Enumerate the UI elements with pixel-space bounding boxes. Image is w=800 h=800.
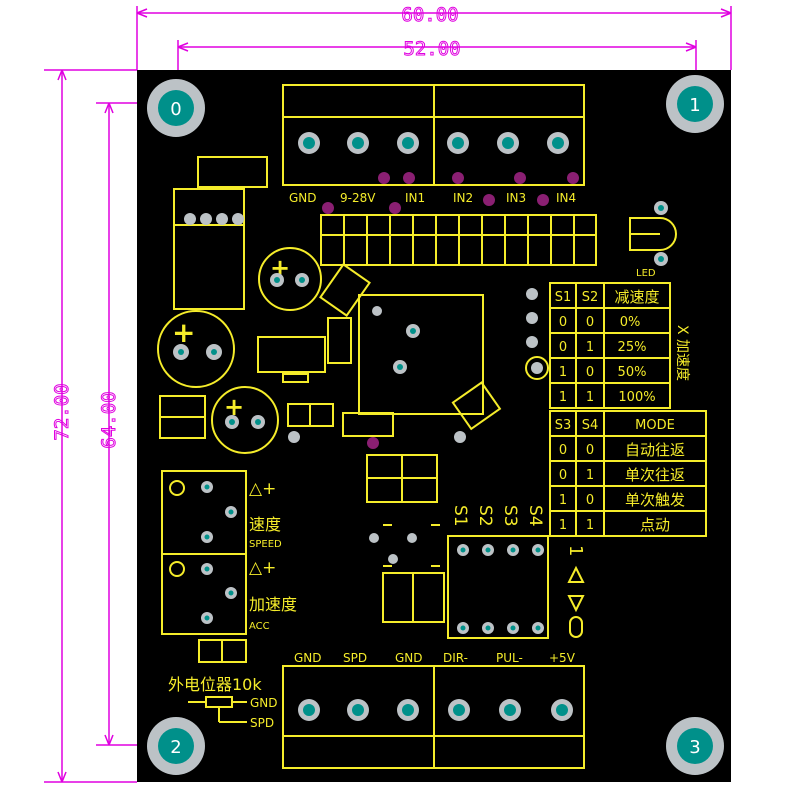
- potentiometer-acc: [161, 553, 247, 635]
- mode-header: S3: [555, 418, 572, 433]
- mode-cell: 1: [586, 468, 594, 483]
- side-accel-label: X 加速度: [674, 325, 690, 381]
- capacitor-2: +: [157, 310, 235, 388]
- component-outline: [197, 156, 268, 188]
- ext-pot-symbol: [188, 696, 247, 723]
- dip-label-s2: S2: [475, 505, 495, 527]
- mode-header: S4: [582, 418, 599, 433]
- pin-header-row: [320, 214, 597, 266]
- voltage-regulator: [173, 188, 245, 310]
- mode-cell: 点动: [640, 516, 670, 534]
- bottom-label-gnd: GND: [294, 651, 322, 665]
- bottom-label-spd: SPD: [343, 651, 367, 665]
- mode-table-cells: S3 S4 MODE 0 0 自动往返 0 1 单次往返 1 0 单次触发 1 …: [555, 418, 685, 534]
- top-terminal-block: [282, 84, 585, 186]
- mode-cell: 1: [559, 493, 567, 508]
- mode-cell: 单次触发: [625, 491, 685, 509]
- mounting-hole-label: 3: [689, 737, 700, 758]
- acc-label: 加速度: [249, 595, 297, 614]
- mounting-hole-3: 3: [666, 717, 724, 775]
- vias: [322, 172, 579, 449]
- led-label: LED: [636, 268, 656, 279]
- svg-text:+: +: [224, 393, 244, 421]
- dip-label-s4: S4: [525, 505, 545, 527]
- accel-cell: 1: [559, 390, 567, 405]
- mounting-hole-2: 2: [147, 717, 205, 775]
- accel-cell: 1: [586, 390, 594, 405]
- hole-spacing-y-label: 64.00: [98, 391, 120, 448]
- dip-label-s1: S1: [450, 505, 470, 527]
- dip-on-label: 1: [565, 545, 586, 556]
- ext-pot-gnd: GND: [250, 696, 278, 710]
- accel-cell: 0%: [620, 315, 641, 330]
- mode-cell: 1: [559, 518, 567, 533]
- accel-cell: 0: [559, 340, 567, 355]
- mode-cell: 0: [559, 443, 567, 458]
- jumper: [198, 639, 247, 663]
- bottom-label-dir: DIR-: [443, 651, 468, 665]
- dip-switch: [447, 535, 549, 639]
- led-footprint: [629, 201, 677, 266]
- mode-cell: 单次往返: [625, 466, 685, 484]
- mode-cell: 自动往返: [625, 441, 685, 459]
- accel-header: S2: [582, 290, 599, 305]
- accel-cell: 1: [586, 340, 594, 355]
- bottom-label-gnd-2: GND: [395, 651, 423, 665]
- dip-arrows: [567, 565, 585, 638]
- ext-pot-title: 外电位器10k: [168, 675, 262, 694]
- bottom-label-pul: PUL-: [496, 651, 523, 665]
- acc-sub-label: ACC: [249, 621, 270, 632]
- speed-symbol: △+: [249, 479, 276, 499]
- ext-pot-spd: SPD: [250, 716, 274, 730]
- top-label-in4: IN4: [556, 191, 576, 205]
- mode-cell: 0: [559, 468, 567, 483]
- board-height-label: 72.00: [51, 383, 73, 440]
- top-label-in2: IN2: [453, 191, 473, 205]
- mode-cell: 1: [586, 518, 594, 533]
- mode-header: MODE: [635, 418, 675, 433]
- dip-label-s3: S3: [500, 505, 520, 527]
- mode-cell: 0: [586, 493, 594, 508]
- top-label-gnd: GND: [289, 191, 317, 205]
- accel-header: 减速度: [614, 288, 659, 306]
- svg-text:+: +: [172, 316, 195, 349]
- accel-table: [549, 282, 671, 409]
- accel-table-cells: S1 S2 减速度 0 0 0% 0 1 25% 1 0 50% 1 1 100…: [555, 288, 660, 405]
- capacitor-1: +: [258, 247, 322, 311]
- acc-symbol: △+: [249, 558, 276, 578]
- accel-cell: 1: [559, 365, 567, 380]
- accel-header: S1: [555, 290, 572, 305]
- mounting-hole-label: 2: [170, 737, 181, 758]
- mounting-hole-0: 0: [147, 79, 205, 137]
- bottom-terminal-block: [282, 665, 585, 769]
- speed-label: 速度: [249, 515, 281, 534]
- mounting-hole-label: 0: [170, 99, 181, 120]
- accel-cell: 0: [559, 315, 567, 330]
- mounting-hole-label: 1: [689, 95, 700, 116]
- main-ic: [288, 294, 484, 564]
- mode-cell: 0: [586, 443, 594, 458]
- table-side-pads: [525, 288, 549, 380]
- hole-spacing-x-label: 52.00: [403, 38, 460, 60]
- top-label-in1: IN1: [405, 191, 425, 205]
- mode-table: [549, 410, 707, 537]
- accel-cell: 100%: [618, 390, 655, 405]
- top-label-vin: 9-28V: [340, 191, 376, 205]
- bottom-label-5v: +5V: [549, 651, 576, 665]
- accel-cell: 50%: [618, 365, 647, 380]
- mounting-hole-1: 1: [666, 75, 724, 133]
- accel-cell: 0: [586, 315, 594, 330]
- board-width-label: 60.00: [401, 4, 458, 26]
- accel-cell: 25%: [618, 340, 647, 355]
- capacitor-3: +: [211, 386, 279, 454]
- smd-components: [159, 263, 502, 623]
- accel-cell: 0: [586, 365, 594, 380]
- top-label-in3: IN3: [506, 191, 526, 205]
- speed-sub-label: SPEED: [249, 539, 282, 550]
